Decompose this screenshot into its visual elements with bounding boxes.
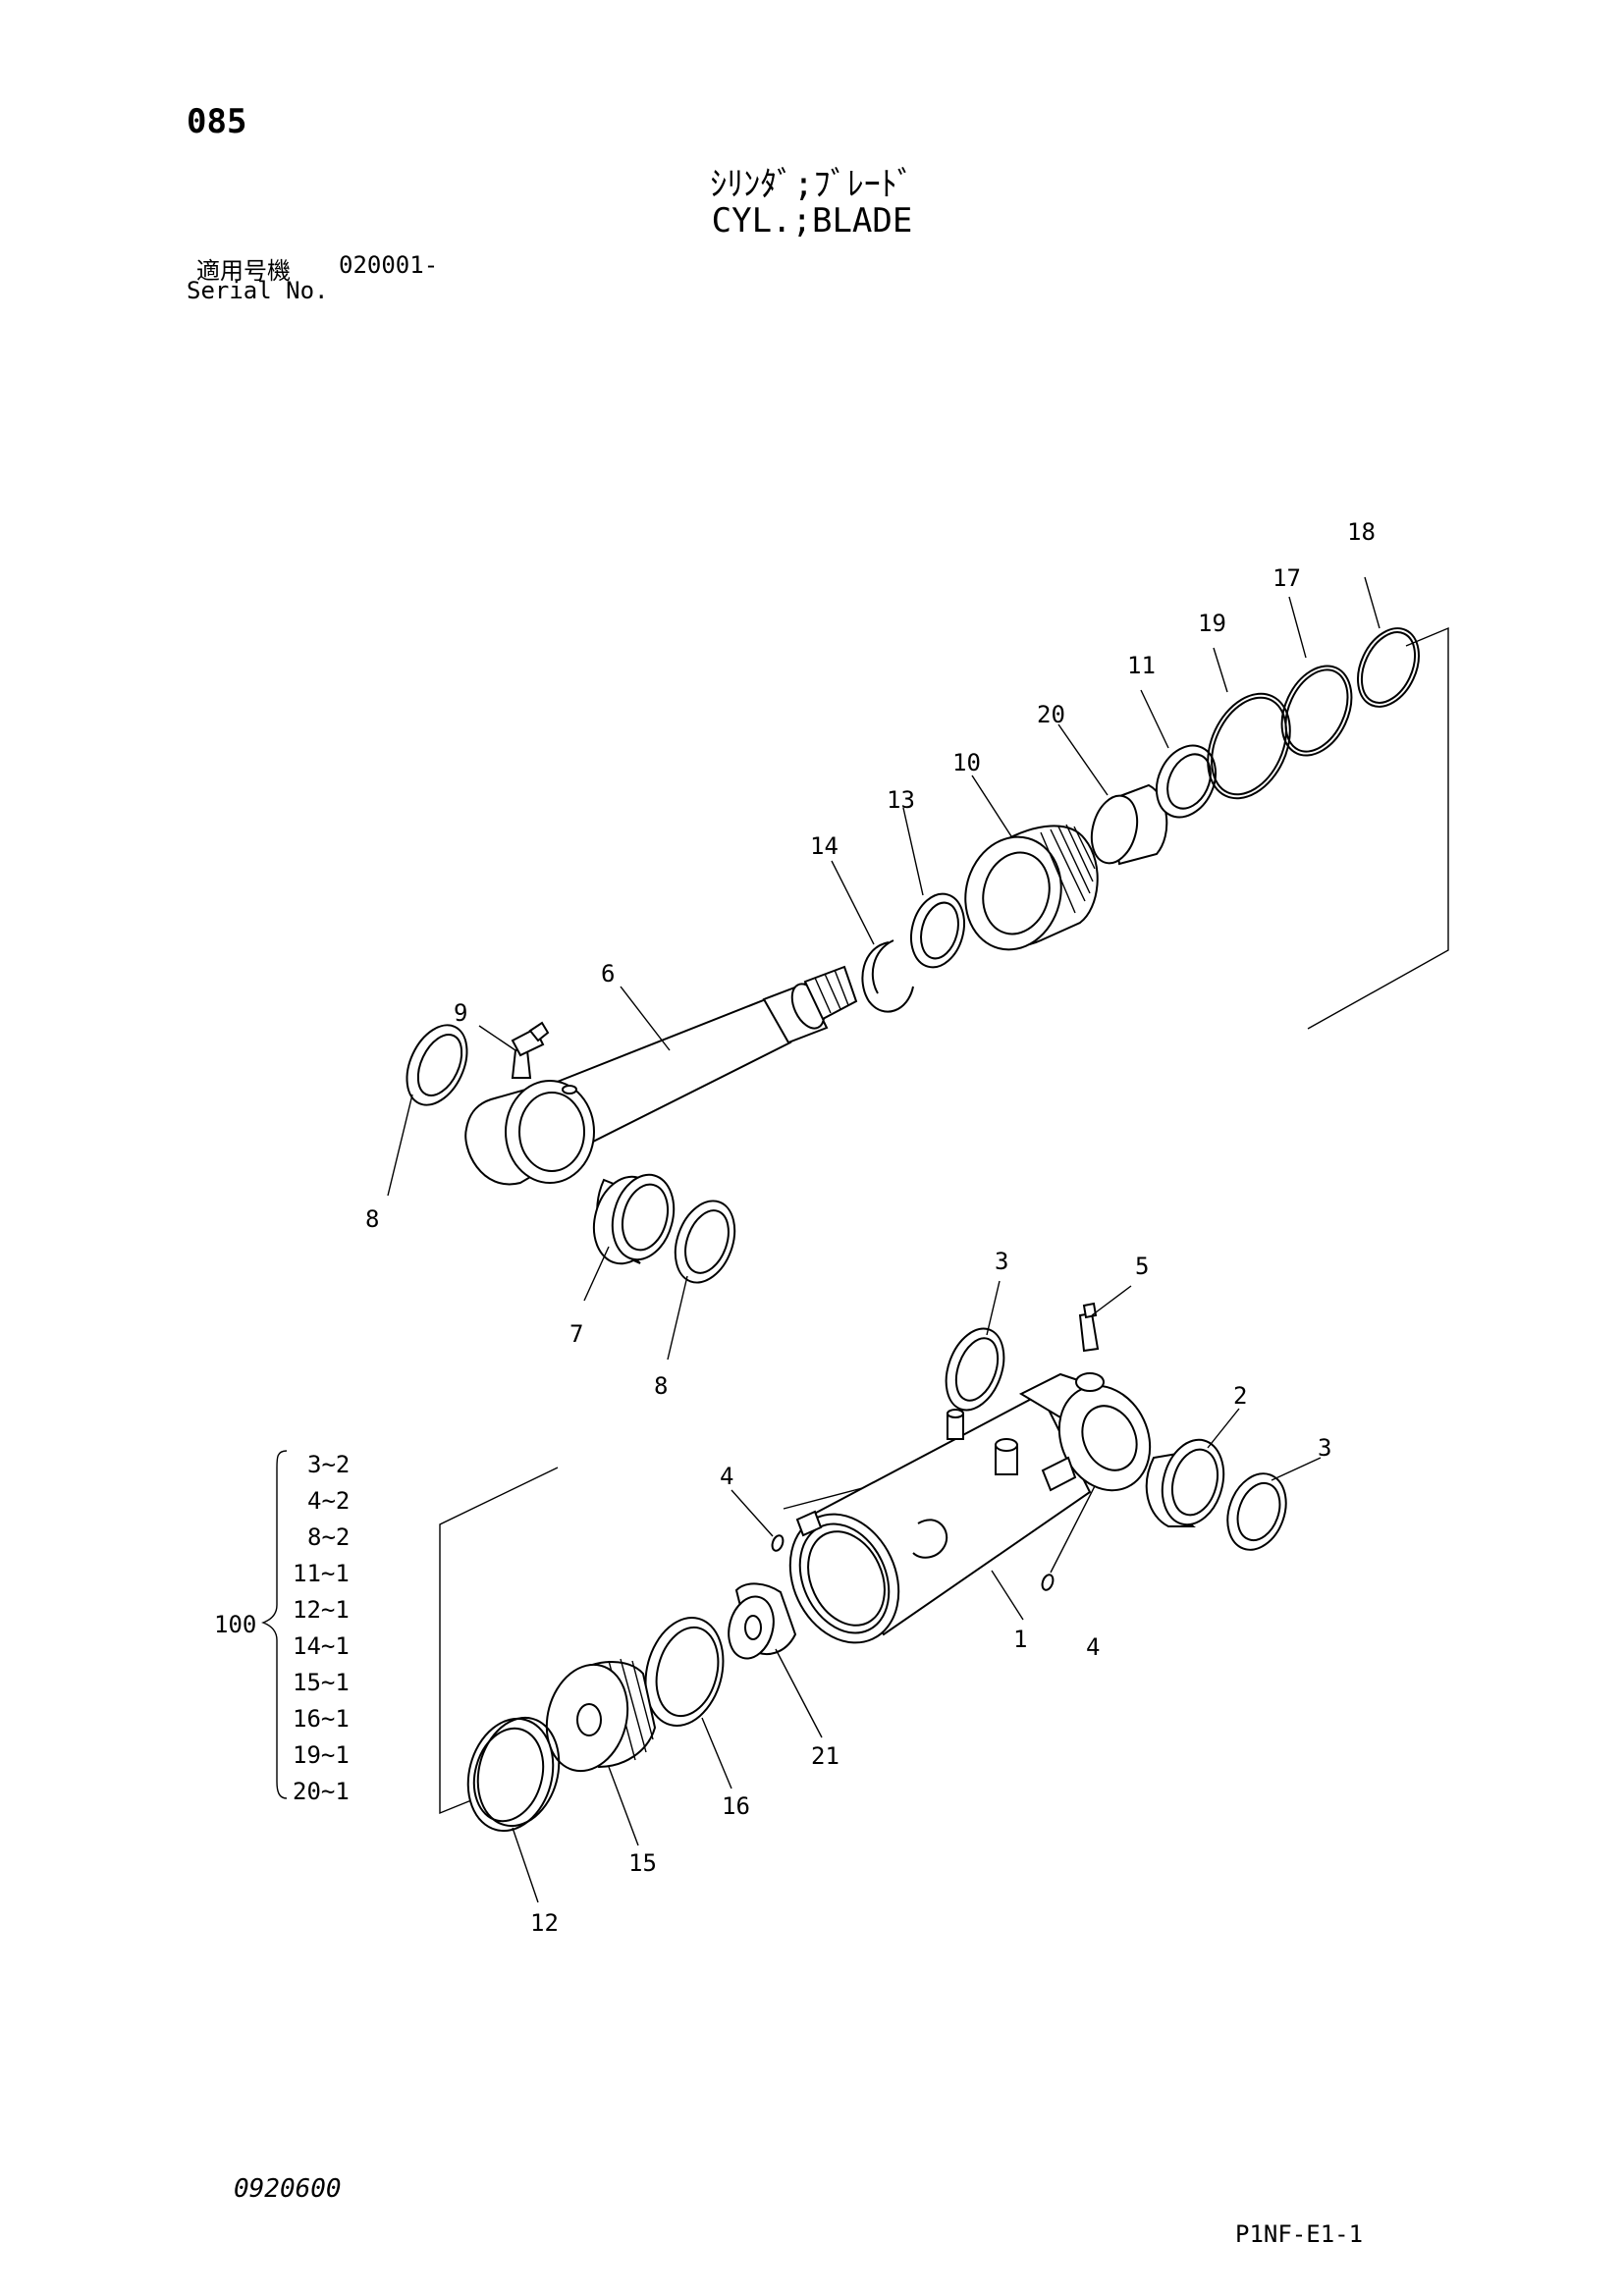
kit-item: 19~1 bbox=[293, 1741, 350, 1769]
callout-4-right: 4 bbox=[1086, 1633, 1100, 1661]
callout-5: 5 bbox=[1135, 1253, 1149, 1280]
callout-17: 20 bbox=[1037, 701, 1065, 728]
cylinder-tube-part-1 bbox=[788, 1372, 1152, 1644]
callout-19: 15 bbox=[628, 1849, 657, 1877]
callout-16: 19 bbox=[1198, 610, 1226, 637]
callout-10: 10 bbox=[952, 749, 981, 776]
o-ring-part-15 bbox=[1357, 627, 1420, 708]
seal-ring-part-20 bbox=[644, 1617, 725, 1727]
seal-ring-part-12 bbox=[910, 892, 965, 969]
bushing-part-7 bbox=[592, 1173, 676, 1265]
callout-7: 7 bbox=[569, 1320, 583, 1348]
callout-15: 18 bbox=[1347, 518, 1376, 546]
callout-4-left: 4 bbox=[720, 1463, 733, 1490]
callout-6: 6 bbox=[601, 960, 615, 988]
callout-12: 13 bbox=[887, 786, 915, 814]
callout-8-left: 8 bbox=[365, 1205, 379, 1233]
page-number: 085 bbox=[187, 102, 247, 141]
kit-list: 100 3~2 4~2 8~2 11~1 12~1 14~1 15~1 16~1… bbox=[214, 1451, 350, 1805]
bushing-part-2 bbox=[1145, 1438, 1225, 1527]
nut-part-21 bbox=[728, 1582, 797, 1660]
seal-ring-part-3-right bbox=[1226, 1472, 1287, 1551]
bushing-part-17 bbox=[1090, 783, 1168, 866]
grease-nipple-part-5 bbox=[1078, 1302, 1100, 1353]
callout-21: 21 bbox=[811, 1742, 839, 1770]
snap-ring-part-13 bbox=[861, 941, 914, 1013]
serial-value: 020001- bbox=[339, 251, 439, 279]
callout-2: 2 bbox=[1233, 1382, 1247, 1410]
title-english: CYL.;BLADE bbox=[711, 201, 913, 240]
gland-part-10 bbox=[964, 824, 1099, 951]
kit-item: 11~1 bbox=[293, 1560, 350, 1587]
seal-ring-part-11 bbox=[1155, 744, 1218, 819]
kit-brace bbox=[261, 1450, 288, 1799]
callout-18: 12 bbox=[530, 1909, 559, 1937]
wear-ring-part-18 bbox=[466, 1716, 561, 1833]
kit-item: 14~1 bbox=[293, 1632, 350, 1660]
callout-1: 1 bbox=[1013, 1626, 1027, 1653]
seal-ring-part-3-upper bbox=[945, 1327, 1005, 1412]
page-code: P1NF-E1-1 bbox=[1235, 2220, 1364, 2248]
kit-item: 4~2 bbox=[307, 1487, 350, 1515]
kit-number: 100 bbox=[214, 1611, 256, 1638]
kit-item: 16~1 bbox=[293, 1705, 350, 1733]
callout-8-right: 8 bbox=[654, 1372, 668, 1400]
callout-9: 9 bbox=[454, 999, 467, 1027]
grease-nipple-part-9 bbox=[511, 1021, 550, 1079]
callout-20: 16 bbox=[722, 1792, 750, 1820]
serial-label-japanese: 適用号機 bbox=[196, 257, 291, 285]
kit-item: 20~1 bbox=[293, 1778, 350, 1805]
piston-part-19 bbox=[545, 1658, 657, 1773]
o-ring-part-14 bbox=[1280, 665, 1353, 757]
kit-item: 15~1 bbox=[293, 1669, 350, 1696]
seal-ring-part-8-right bbox=[674, 1200, 736, 1284]
o-ring-part-16 bbox=[1207, 692, 1291, 800]
leader-lines bbox=[387, 576, 1380, 1903]
callout-14: 17 bbox=[1272, 564, 1301, 592]
callout-11: 11 bbox=[1127, 652, 1156, 679]
callout-13: 14 bbox=[810, 832, 839, 860]
kit-item: 3~2 bbox=[307, 1451, 350, 1478]
lower-group-bracket bbox=[439, 1467, 559, 1815]
kit-item: 12~1 bbox=[293, 1596, 350, 1624]
upper-group-bracket bbox=[1307, 626, 1449, 1030]
callout-3-upper: 3 bbox=[995, 1248, 1008, 1275]
rod-assembly-part-6 bbox=[464, 965, 858, 1186]
o-ring-part-4-right bbox=[1041, 1574, 1055, 1591]
callout-labels: 18 17 19 11 20 10 13 14 6 9 8 7 8 3 5 2 … bbox=[365, 518, 1376, 1937]
seal-ring-part-8-left bbox=[406, 1024, 468, 1106]
drawing-code: 0920600 bbox=[234, 2174, 342, 2204]
title-japanese: ｼﾘﾝﾀﾞ;ﾌﾞﾚｰﾄﾞ bbox=[710, 165, 914, 204]
callout-3-right: 3 bbox=[1318, 1434, 1331, 1462]
o-ring-part-4-left bbox=[771, 1534, 785, 1552]
serial-label-english: Serial No. bbox=[187, 277, 329, 304]
kit-item: 8~2 bbox=[307, 1523, 350, 1551]
